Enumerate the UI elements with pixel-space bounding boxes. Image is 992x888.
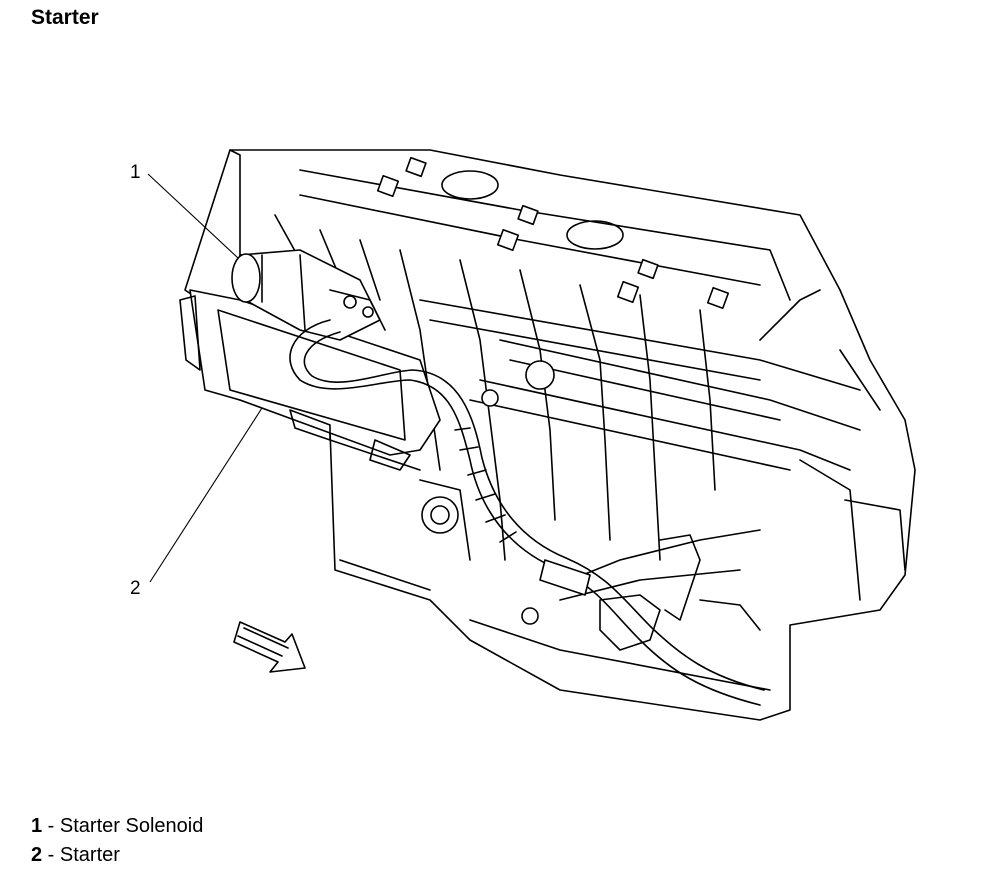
- manifold-bolts: [376, 156, 730, 310]
- legend-item-2: 2 - Starter: [31, 841, 203, 870]
- leader-line-2: [149, 407, 263, 583]
- callout-2: 2: [130, 578, 141, 599]
- legend-number: 1: [31, 815, 43, 837]
- starter-solenoid: [231, 249, 386, 341]
- direction-arrow-icon: [233, 621, 306, 673]
- engine-block: [184, 149, 916, 721]
- legend-separator: -: [42, 844, 60, 866]
- wiring-harness: [289, 319, 765, 706]
- page-title: Starter: [31, 6, 99, 29]
- legend-label: Starter Solenoid: [59, 815, 204, 837]
- legend: 1 - Starter Solenoid 2 - Starter: [31, 812, 203, 870]
- legend-item-1: 1 - Starter Solenoid: [31, 812, 203, 841]
- legend-separator: -: [42, 815, 60, 837]
- callout-1: 1: [130, 162, 141, 183]
- leader-line-1: [147, 173, 239, 259]
- legend-number: 2: [31, 844, 43, 866]
- legend-label: Starter: [59, 844, 120, 866]
- callout-leaders: [147, 173, 263, 583]
